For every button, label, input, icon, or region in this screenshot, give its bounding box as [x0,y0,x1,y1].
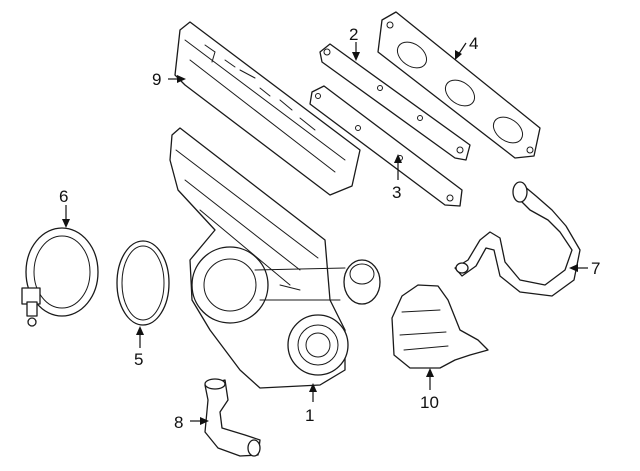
leader-lines [62,42,588,425]
callout-9: 9 [152,70,161,89]
callout-4: 4 [469,34,478,53]
manifold-gasket [377,11,541,159]
callout-8: 8 [174,413,183,432]
callout-10: 10 [420,393,439,412]
coolant-pipe [204,378,261,457]
callout-2: 2 [349,25,358,44]
heat-shield [174,21,361,196]
coolant-line [454,181,581,297]
callout-5: 5 [134,350,143,369]
callout-6: 6 [59,187,68,206]
callout-3: 3 [392,183,401,202]
turbo-heat-shield [391,284,489,369]
gasket-strip [319,43,471,161]
v-band-clamp [21,227,99,327]
turbocharger [169,127,381,389]
seal-ring [116,240,170,326]
callout-1: 1 [305,406,314,425]
callout-7: 7 [591,259,600,278]
